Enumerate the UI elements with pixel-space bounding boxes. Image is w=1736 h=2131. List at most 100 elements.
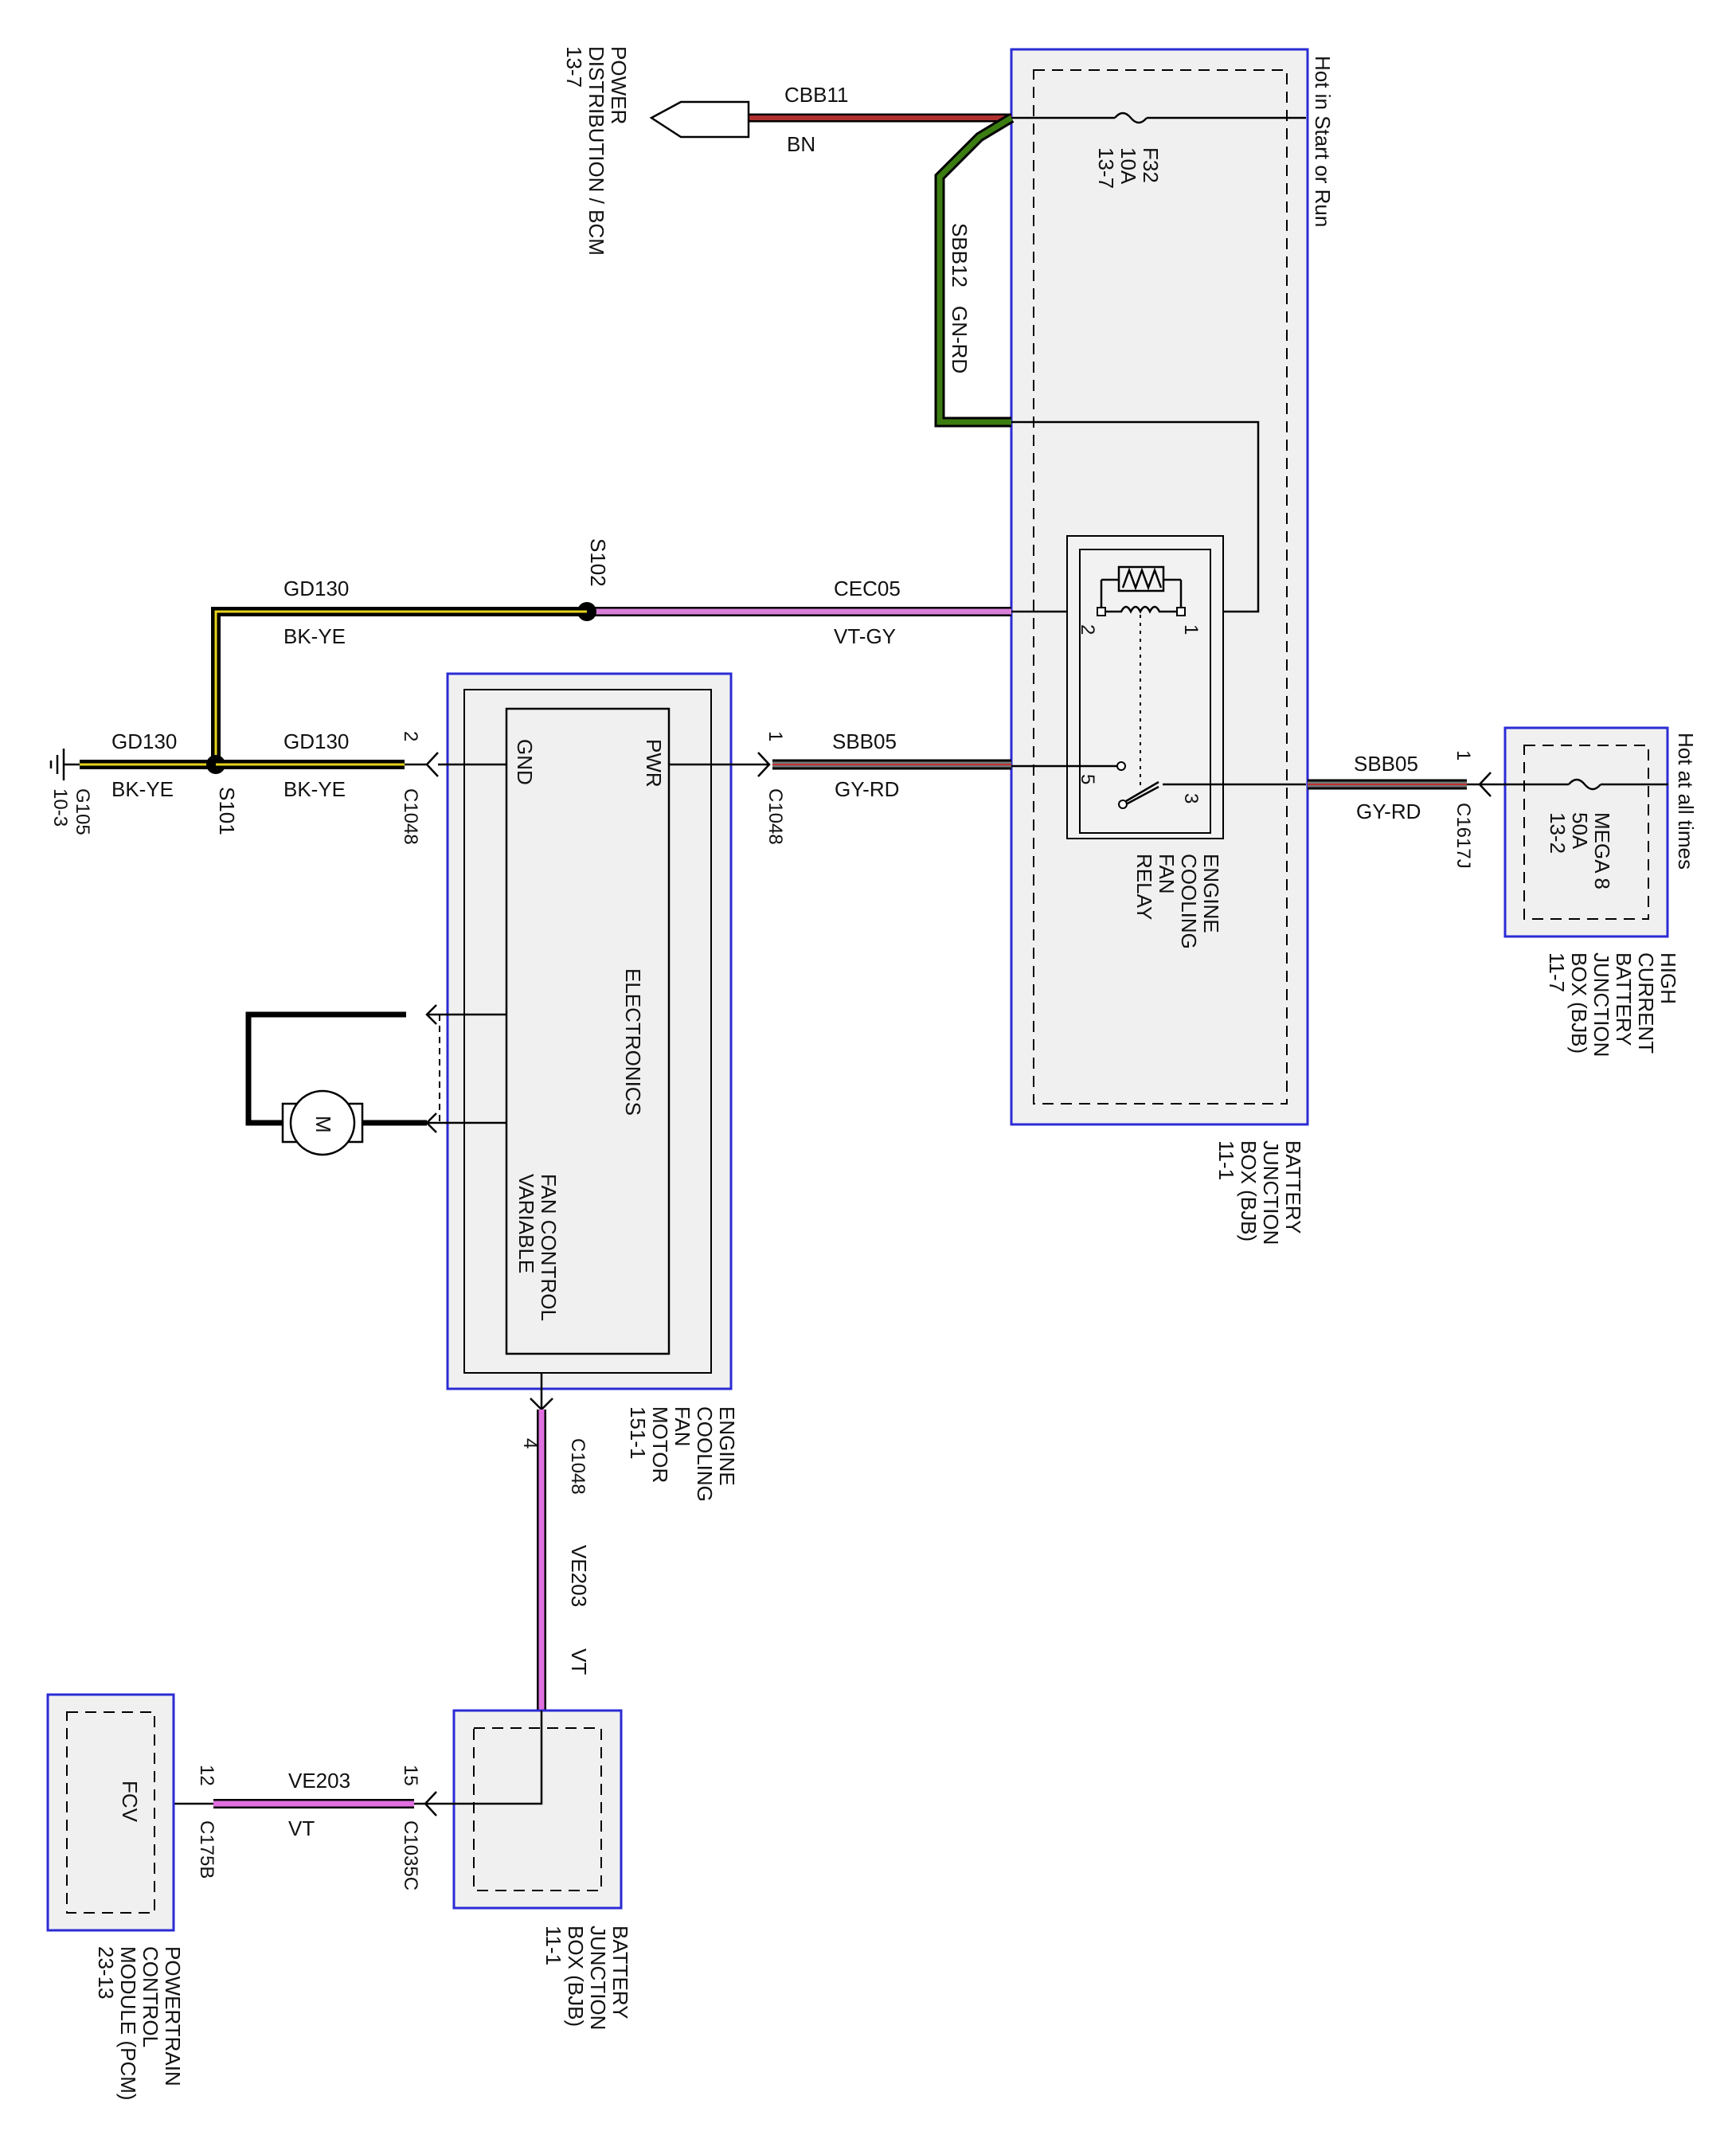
- connector-c1035c-icon: [414, 1791, 437, 1816]
- wire-ve203-bottom-circuit: VE203: [288, 1769, 350, 1793]
- wire-sbb05-left-circuit: SBB05: [832, 729, 897, 753]
- wire-sbb12-circuit: SBB12: [948, 223, 972, 287]
- svg-text:11-1: 11-1: [542, 1926, 565, 1965]
- ground-g105-ref: 10-3: [49, 788, 71, 827]
- relay-coil-icon: [1101, 605, 1181, 614]
- ground-icon: [49, 749, 80, 780]
- svg-text:COOLING: COOLING: [1177, 854, 1201, 949]
- mega-fuse-name: MEGA 8: [1590, 812, 1614, 890]
- connector-c1048-gnd-name: C1048: [400, 788, 421, 845]
- mega-fuse-ref: 13-2: [1546, 812, 1570, 854]
- fuse-f32-name: F32: [1139, 147, 1163, 183]
- svg-text:CURRENT: CURRENT: [1634, 952, 1658, 1054]
- bjb-main-label: BATTERY JUNCTION BOX (BJB) 11-1: [1214, 1140, 1305, 1245]
- connector-c1048-gnd-icon: [405, 752, 439, 777]
- wire-ve203-vertical-color: VT: [567, 1648, 591, 1675]
- svg-text:BOX (BJB): BOX (BJB): [564, 1926, 588, 2027]
- relay-label: ENGINE COOLING FAN RELAY: [1132, 854, 1223, 949]
- svg-text:BATTERY: BATTERY: [608, 1926, 632, 2020]
- wire-gd130-mid: GD130 BK-YE: [216, 729, 405, 801]
- svg-text:FAN: FAN: [671, 1406, 694, 1447]
- wire-gd130-left-circuit: GD130: [111, 729, 177, 753]
- motor-symbol-label: M: [311, 1116, 335, 1133]
- connector-c1048-pwm-pin: 4: [519, 1438, 541, 1449]
- wire-sbb05-left: SBB05 GY-RD: [772, 729, 1011, 801]
- svg-text:MOTOR: MOTOR: [648, 1406, 672, 1483]
- relay-pin-1: 1: [1180, 624, 1202, 635]
- svg-text:11-7: 11-7: [1545, 952, 1569, 992]
- svg-text:13-7: 13-7: [562, 46, 586, 88]
- svg-text:DISTRIBUTION / BCM: DISTRIBUTION / BCM: [585, 46, 608, 256]
- engine-cooling-fan-relay: 2 1 5 3: [1066, 535, 1224, 839]
- svg-text:ENGINE: ENGINE: [715, 1406, 739, 1486]
- wire-ve203-bottom: VE203 VT: [213, 1769, 414, 1840]
- connector-c1048-pwr-icon: [747, 752, 771, 777]
- svg-text:CONTROL: CONTROL: [139, 1946, 162, 2047]
- high-current-bjb-label: HIGH CURRENT BATTERY JUNCTION BOX (BJB) …: [1545, 952, 1680, 1057]
- wire-sbb05-right-color: GY-RD: [1356, 800, 1421, 823]
- powertrain-control-module-box: FCV: [46, 1693, 175, 1932]
- connector-c175b-name: C175B: [196, 1820, 217, 1879]
- svg-text:MODULE (PCM): MODULE (PCM): [116, 1946, 140, 2101]
- svg-text:151-1: 151-1: [626, 1406, 650, 1460]
- bjb-lower-label: BATTERY JUNCTION BOX (BJB) 11-1: [542, 1926, 632, 2030]
- connector-c1048-pwr-name: C1048: [764, 788, 786, 845]
- wire-cbb11: CBB11 BN: [749, 83, 1011, 156]
- relay-pin-3: 3: [1180, 793, 1202, 804]
- svg-text:BATTERY: BATTERY: [1612, 952, 1636, 1046]
- fan-motor-branch: M: [245, 1004, 506, 1156]
- wire-gd130-top-circuit: GD130: [283, 577, 349, 600]
- wire-cbb11-color: BN: [787, 132, 815, 156]
- pcm-label: POWERTRAIN CONTROL MODULE (PCM) 23-13: [94, 1946, 185, 2101]
- motor-icon: [289, 1089, 356, 1156]
- fan-control-label-1: FAN CONTROL: [537, 1174, 561, 1321]
- relay-pin-2: 2: [1077, 624, 1098, 635]
- fan-control-label-2: VARIABLE: [514, 1174, 538, 1273]
- power-distribution-label: POWER DISTRIBUTION / BCM 13-7: [562, 46, 631, 256]
- wire-cbb11-circuit: CBB11: [784, 83, 848, 107]
- splice-s101-label: S101: [215, 787, 239, 835]
- wire-ve203-bottom-color: VT: [288, 1816, 315, 1840]
- svg-text:11-1: 11-1: [1214, 1140, 1238, 1180]
- wire-cec05: CEC05 VT-GY: [587, 577, 1011, 648]
- svg-text:HIGH: HIGH: [1656, 952, 1680, 1004]
- ground-g105-name: G105: [72, 788, 93, 835]
- svg-text:FAN: FAN: [1155, 854, 1179, 894]
- mega-fuse-rating: 50A: [1568, 812, 1592, 850]
- fuse-f32-rating: 10A: [1116, 147, 1140, 185]
- wire-sbb05-right: SBB05 GY-RD: [1308, 752, 1467, 823]
- fcv-label: FCV: [118, 1781, 142, 1823]
- fan-motor-pwr-label: PWR: [642, 739, 666, 788]
- mega-fuse-icon: [1568, 778, 1601, 791]
- wire-gd130-left: GD130 BK-YE: [80, 729, 216, 801]
- svg-text:BOX (BJB): BOX (BJB): [1237, 1140, 1261, 1241]
- connector-c1048-gnd-pin: 2: [400, 731, 421, 741]
- svg-text:JUNCTION: JUNCTION: [1589, 952, 1613, 1057]
- wire-gd130-top-color: BK-YE: [283, 624, 346, 648]
- connector-c175b-pin: 12: [196, 1765, 217, 1786]
- wire-sbb05-left-color: GY-RD: [835, 777, 899, 801]
- wire-sbb05-right-circuit: SBB05: [1354, 752, 1418, 776]
- wire-ve203-vertical: VE203 VT: [537, 1410, 591, 1711]
- svg-text:23-13: 23-13: [94, 1946, 118, 2000]
- relay-coil-resistor-icon: [1117, 565, 1165, 592]
- svg-text:BOX (BJB): BOX (BJB): [1567, 952, 1591, 1054]
- fan-motor-gnd-label: GND: [513, 739, 537, 785]
- splice-s102-label: S102: [586, 538, 610, 587]
- svg-text:JUNCTION: JUNCTION: [1259, 1140, 1283, 1245]
- svg-text:COOLING: COOLING: [693, 1406, 717, 1502]
- power-distribution-connector-icon: [649, 100, 750, 139]
- relay-pin-5: 5: [1077, 774, 1098, 784]
- fuse-f32: F32 10A 13-7: [1011, 111, 1306, 189]
- connector-c1048-pwm-name: C1048: [567, 1438, 588, 1495]
- connector-c1617j-name: C1617J: [1453, 803, 1474, 869]
- fuse-f32-ref: 13-7: [1094, 147, 1118, 189]
- connector-c1035c-pin: 15: [400, 1765, 421, 1786]
- fan-motor-electronics-label: ELECTRONICS: [621, 968, 645, 1116]
- wire-gd130-left-color: BK-YE: [111, 777, 174, 801]
- relay-switch-icon: [1125, 780, 1159, 803]
- wire-cec05-color: VT-GY: [834, 624, 896, 648]
- svg-text:RELAY: RELAY: [1132, 854, 1156, 920]
- wire-gd130-top: GD130 BK-YE: [211, 577, 587, 764]
- connector-c1035c-name: C1035C: [400, 1820, 421, 1891]
